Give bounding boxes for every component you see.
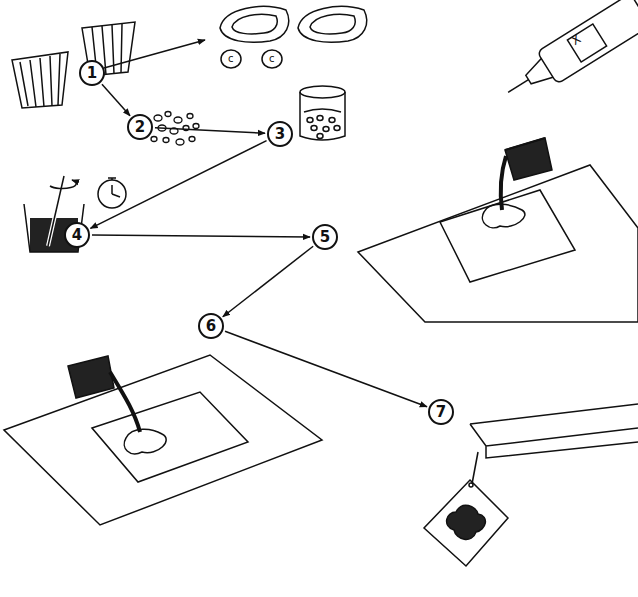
granule <box>174 117 182 123</box>
step-circle: 1 <box>79 60 105 86</box>
granule <box>163 138 169 143</box>
clock <box>98 178 126 208</box>
step-number: 4 <box>72 228 82 243</box>
pour-right <box>358 138 638 322</box>
step-number: 5 <box>320 230 330 245</box>
stream <box>501 156 506 210</box>
branch-arrow <box>104 40 205 68</box>
bottle <box>498 0 638 108</box>
stirring-beaker <box>24 176 84 252</box>
step-circle: 4 <box>64 222 90 248</box>
granule <box>317 134 323 139</box>
flow-arrow <box>225 331 427 406</box>
bottle-nozzle <box>508 80 528 93</box>
drying-tag <box>424 480 508 566</box>
granule <box>334 126 340 131</box>
granule <box>189 137 195 142</box>
flow-arrow <box>102 84 130 116</box>
bottle-body <box>537 0 638 84</box>
granule <box>317 116 323 121</box>
jar-fill-line <box>304 109 341 112</box>
step-number: 6 <box>206 319 216 334</box>
shelf <box>470 404 638 458</box>
granule <box>151 137 157 142</box>
piece-letter: c <box>269 54 275 64</box>
leaf-shapes <box>220 7 367 68</box>
step-number: 7 <box>436 405 446 420</box>
rotation-arrow <box>50 180 76 189</box>
hanging-string <box>472 452 478 484</box>
stain <box>447 505 486 539</box>
pour-beaker <box>68 356 114 398</box>
granule <box>183 126 189 131</box>
jar <box>300 86 345 140</box>
step-number: 2 <box>135 120 145 135</box>
granule <box>187 114 193 119</box>
granule <box>323 127 329 132</box>
granule <box>176 139 184 145</box>
cup-ridges <box>20 54 60 107</box>
step-number: 1 <box>87 66 97 81</box>
paper-sheet <box>440 190 575 282</box>
tag-hole <box>469 483 473 487</box>
cup-outline <box>12 52 68 108</box>
pour-beaker <box>505 138 552 180</box>
step-circle: 3 <box>267 121 293 147</box>
granule <box>193 124 199 129</box>
puddle <box>482 204 525 228</box>
jar-rim <box>300 86 345 98</box>
flow-arrow <box>155 128 265 134</box>
piece-outline <box>221 50 241 68</box>
clock-hands <box>108 178 120 197</box>
step-circle: 5 <box>312 224 338 250</box>
stream <box>110 372 140 432</box>
flow-arrow <box>223 246 313 317</box>
granule <box>329 118 335 123</box>
flow-arrow <box>92 235 310 237</box>
step-circle: 2 <box>127 114 153 140</box>
step-number: 3 <box>275 127 285 142</box>
jar-body <box>300 92 345 140</box>
beaker-rim <box>505 138 545 150</box>
granule <box>158 125 166 131</box>
leaf-inner <box>310 14 355 34</box>
cloth <box>4 355 322 525</box>
granule <box>311 126 317 131</box>
piece-outline <box>262 50 282 68</box>
bottle-label <box>567 24 606 62</box>
granule <box>165 112 171 117</box>
step-circle: 6 <box>198 313 224 339</box>
paper-sheet <box>92 392 248 482</box>
granule <box>154 115 162 121</box>
pour-left <box>4 355 322 525</box>
leaf-outline <box>298 7 367 43</box>
piece-letter: c <box>228 54 234 64</box>
cloth <box>358 165 638 322</box>
bottle-neck <box>523 59 553 89</box>
step-circle: 7 <box>428 399 454 425</box>
drying-rack <box>424 404 638 566</box>
granule <box>307 118 313 123</box>
leaf-outline <box>220 7 289 43</box>
flow-arrow <box>90 141 266 229</box>
granule <box>170 128 178 134</box>
granules <box>151 112 199 146</box>
puddle <box>124 429 166 454</box>
leaf-inner <box>232 14 277 34</box>
